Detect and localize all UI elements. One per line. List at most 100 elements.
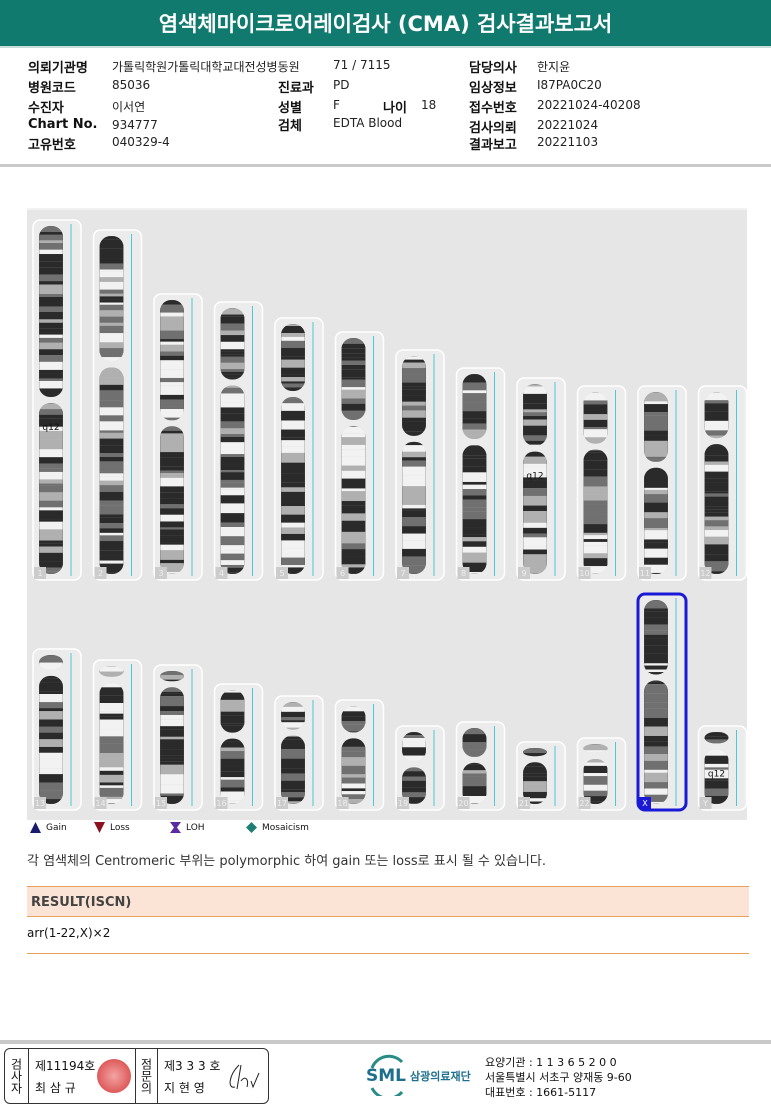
chromosome-label: 5	[279, 569, 284, 578]
chromosome-12[interactable]: 12	[697, 385, 748, 581]
specimen-label: 검체	[278, 119, 302, 134]
chromosome-21[interactable]: 21	[516, 741, 566, 811]
band-label: q12	[526, 472, 543, 482]
chromosome-22[interactable]: 22	[576, 737, 627, 811]
chromosome-label: X	[642, 799, 648, 808]
chromosome-label: 3	[158, 569, 163, 578]
report-label: 결과보고	[469, 138, 517, 153]
report-date: 20221103	[537, 135, 599, 149]
legend-loss: Loss	[94, 822, 130, 833]
chromosome-8[interactable]: 8	[455, 367, 506, 581]
chromosome-label: 18	[337, 799, 347, 808]
legend-loh: LOH	[170, 822, 205, 833]
chromosome-10[interactable]: 10	[576, 385, 627, 581]
hospital-label: 의뢰기관명	[28, 61, 88, 76]
chromosome-18[interactable]: 18	[334, 699, 385, 811]
org-name: 삼광의료재단	[410, 1070, 471, 1083]
sex-label: 성별	[278, 101, 302, 116]
phone: 대표번호 : 1661-5117	[485, 1086, 597, 1099]
clinical-label: 임상정보	[469, 81, 517, 96]
chromosome-19[interactable]: 19	[395, 725, 445, 814]
request-date: 20221024	[537, 118, 599, 132]
chromosome-label: 20	[458, 799, 468, 808]
reviewer-no: 제3 3 3 호	[164, 1059, 221, 1073]
chromosome-label: 21	[519, 799, 529, 808]
age-label: 나이	[383, 101, 407, 116]
band-label: q12	[708, 769, 725, 779]
reviewer-label: 점문의	[136, 1049, 158, 1103]
doctor-label: 담당의사	[469, 61, 517, 76]
chromosome-label: 8	[461, 569, 466, 578]
hospital-code-ref: 71 / 7115	[333, 58, 391, 72]
band-label: q12	[42, 423, 59, 433]
dept: PD	[333, 78, 350, 92]
chromosome-15[interactable]: 15	[153, 664, 203, 811]
address: 서울특별시 서초구 양재동 9-60	[485, 1071, 632, 1084]
reviewer-name: 지 현 영	[164, 1081, 205, 1095]
chromosome-label: 6	[340, 569, 345, 578]
legend-label: Loss	[110, 822, 130, 833]
name-label: 수진자	[28, 101, 64, 116]
chromosome-label: 17	[277, 799, 287, 808]
chromosome-2[interactable]: 2	[92, 229, 143, 581]
chromosome-label: 10	[579, 569, 589, 578]
receipt-label: 접수번호	[469, 101, 517, 116]
signature	[229, 1064, 260, 1090]
footer-divider	[0, 1040, 771, 1044]
chromosome-13[interactable]: 13	[32, 648, 82, 811]
chart-label: Chart No.	[28, 117, 98, 132]
chromosome-3[interactable]: 3	[153, 293, 203, 581]
chromosome-label: 4	[219, 569, 224, 578]
chromosome-label: 13	[35, 799, 45, 808]
chromosome-6[interactable]: 6	[334, 331, 385, 581]
result-header: RESULT(ISCN)	[27, 886, 749, 917]
chromosome-7[interactable]: 7	[395, 349, 445, 581]
legend-label: LOH	[186, 822, 205, 833]
chromosome-16[interactable]: 16	[213, 683, 264, 811]
chromosome-4[interactable]: 4	[213, 301, 264, 581]
code-label: 병원코드	[28, 81, 76, 96]
uid-label: 고유번호	[28, 138, 76, 153]
clinical: I87PA0C20	[537, 78, 602, 92]
chromosome-label: 12	[700, 569, 710, 578]
chromosome-9[interactable]: q12 9	[516, 377, 566, 581]
request-label: 검사의뢰	[469, 121, 517, 136]
gain-icon	[30, 822, 41, 833]
chromosome-label: 15	[156, 799, 166, 808]
loss-icon	[94, 822, 105, 833]
code: 85036	[112, 78, 151, 92]
examiner-name: 최 삼 규	[35, 1081, 76, 1095]
chromosome-14[interactable]: 14	[92, 659, 143, 811]
chromosome-label: 22	[579, 799, 589, 808]
doctor: 한지윤	[537, 60, 571, 74]
chromosome-17[interactable]: 17	[274, 695, 324, 811]
chromosome-label: 19	[398, 799, 408, 808]
chromosome-X[interactable]: X	[636, 592, 688, 812]
examiner-no: 제11194호	[35, 1059, 96, 1073]
chromosome-11[interactable]: 11	[637, 385, 687, 581]
receipt: 20221024-40208	[537, 98, 641, 112]
centromere-note: 각 염색체의 Centromeric 부위는 polymorphic 하여 ga…	[27, 854, 546, 869]
chromosome-label: 2	[98, 569, 103, 578]
chromosome-label: Y	[702, 799, 708, 808]
patient-name: 이서연	[112, 100, 146, 114]
chromosome-label: 16	[216, 799, 226, 808]
legend-mosaicism: Mosaicism	[246, 822, 309, 833]
chromosome-20[interactable]: 20	[455, 721, 506, 813]
sex: F	[333, 98, 340, 112]
institution-no: 요양기관 : 1 1 3 6 5 2 0 0	[485, 1056, 617, 1069]
uid: 040329-4	[112, 135, 170, 149]
result-value: arr(1-22,X)×2	[27, 918, 749, 954]
signature-box: 검사자 제11194호 최 삼 규 점문의 제3 3 3 호 지 현 영	[4, 1048, 269, 1104]
dept-label: 진료과	[278, 81, 314, 96]
chromosome-label: 9	[521, 569, 526, 578]
chromosome-label: 11	[640, 569, 650, 578]
hospital: 가톨릭학원가톨릭대학교대전성병동원	[112, 60, 300, 74]
report-title: 염색체마이크로어레이검사 (CMA) 검사결과보고서	[0, 0, 771, 48]
chromosome-5[interactable]: 5	[274, 317, 324, 581]
divider	[0, 164, 771, 167]
